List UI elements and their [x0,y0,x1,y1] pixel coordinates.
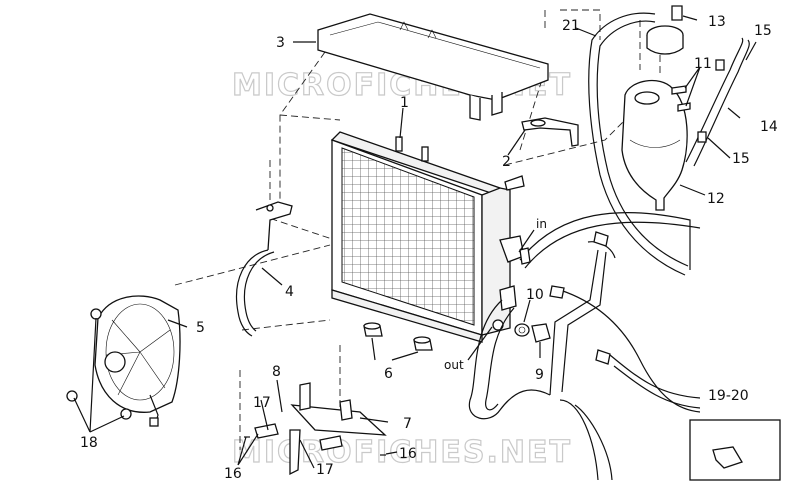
callout-16-left: 16 [224,466,242,482]
callout-5: 5 [196,320,205,336]
drain-plug [514,323,551,343]
cooling-fan [94,295,181,427]
callout-2: 2 [502,154,511,170]
callout-21: 21 [562,18,580,34]
inset-box [689,419,781,481]
callout-16-right: 16 [399,446,417,462]
callout-4: 4 [285,284,294,300]
watermark-bottom: MICROFICHES.NET [232,435,572,470]
callout-17-right: 17 [316,462,334,478]
callout-1: 1 [400,95,409,111]
small-bracket [521,117,579,147]
label-out: out [444,358,464,372]
callout-13: 13 [708,14,726,30]
lower-bracket [244,382,387,476]
overflow-hose [588,12,689,276]
leader-lines [73,15,757,469]
callout-18: 18 [80,435,98,451]
callout-9: 9 [535,367,544,383]
tank-screws [671,85,691,112]
callout-7: 7 [403,416,412,432]
callout-6: 6 [384,366,393,382]
inset-label: 19-20 [708,388,749,404]
callout-12: 12 [707,191,725,207]
grommets [363,322,433,351]
callout-17-left: 17 [253,395,271,411]
callout-15-upper: 15 [754,23,772,39]
callout-14: 14 [760,119,778,135]
expansion-tank [621,79,688,211]
side-bracket [236,201,293,337]
callout-8: 8 [272,364,281,380]
coolant-hoses [468,212,701,481]
callout-11: 11 [694,56,712,72]
breather-hose [685,37,750,167]
top-bracket [317,13,549,121]
radiator [330,131,525,343]
callout-15-lower: 15 [732,151,750,167]
callout-10: 10 [526,287,544,303]
callout-3: 3 [276,35,285,51]
filler-cap [646,5,684,55]
label-in: in [536,217,547,231]
callout-labels: 1 2 3 4 5 6 7 8 9 10 11 12 13 14 15 15 1… [80,14,778,482]
